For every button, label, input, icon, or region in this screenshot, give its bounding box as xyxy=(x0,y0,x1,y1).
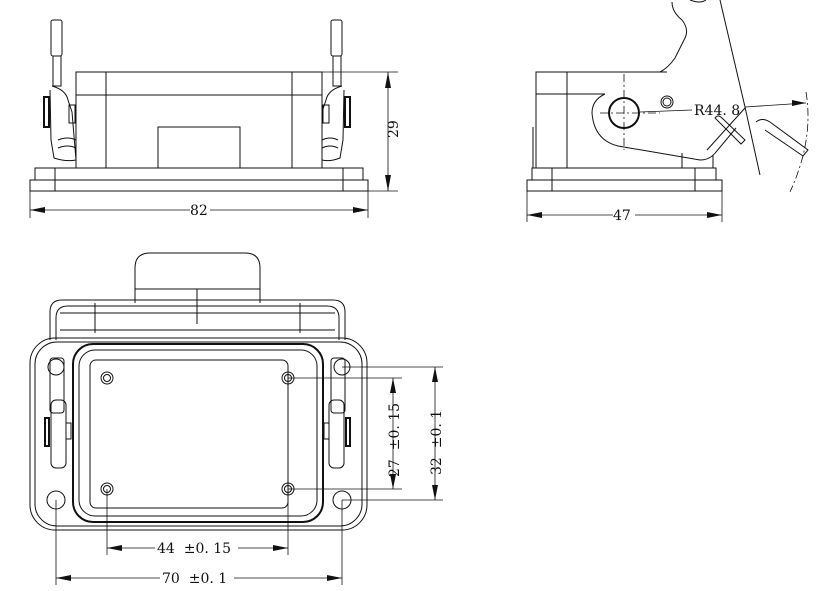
dimension-screw-spacing-vertical: 27 ±0. 15 xyxy=(288,377,403,490)
mount-spacing-h-label: 70 ±0. 1 xyxy=(162,571,227,587)
dimension-radius: R44. 8 xyxy=(639,91,809,193)
depth-dimension-label: 47 xyxy=(613,208,631,224)
mount-spacing-v-label: 32 ±0. 1 xyxy=(429,410,445,475)
latch-left xyxy=(43,19,77,162)
latch-right xyxy=(321,19,351,162)
locking-lever xyxy=(591,0,809,176)
mounting-holes xyxy=(46,358,352,510)
dimension-screw-spacing-horizontal: 44 ±0. 15 xyxy=(106,489,289,557)
screw-holes xyxy=(100,371,295,496)
screw-spacing-h-label: 44 ±0. 15 xyxy=(157,541,231,557)
screw-spacing-v-label: 27 ±0. 15 xyxy=(387,403,403,477)
latch-right xyxy=(323,357,351,469)
bottom-view: 44 ±0. 15 70 ±0. 1 27 ±0. 15 32 ±0. xyxy=(29,252,445,587)
latch-left xyxy=(44,357,72,469)
width-dimension-label: 82 xyxy=(190,203,208,219)
height-dimension-label: 29 xyxy=(386,120,402,138)
radius-dimension-label: R44. 8 xyxy=(694,103,740,119)
side-view: R44. 8 47 xyxy=(526,0,809,224)
front-view: 29 82 xyxy=(29,19,402,219)
dimension-mount-spacing-vertical: 32 ±0. 1 xyxy=(342,366,445,501)
dimension-mount-spacing-horizontal: 70 ±0. 1 xyxy=(55,500,343,587)
dimension-depth: 47 xyxy=(526,191,723,224)
dimension-width: 82 xyxy=(29,191,369,219)
dimension-height: 29 xyxy=(322,71,402,192)
